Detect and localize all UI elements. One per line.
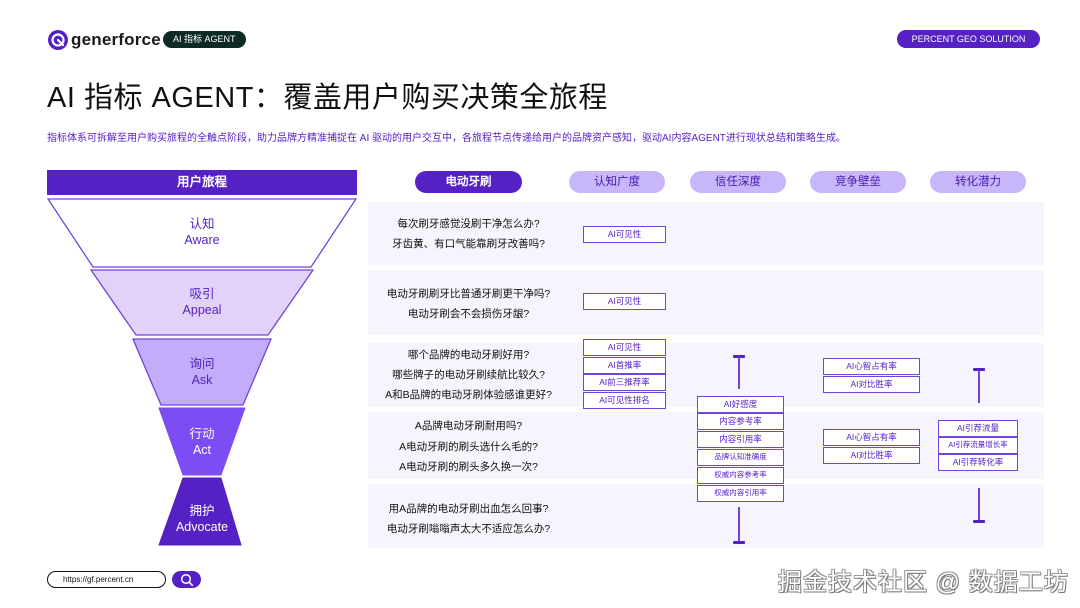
metric-ai-visibility: AI可见性: [583, 339, 666, 356]
stage-en: Advocate: [175, 520, 229, 534]
question-text: 用A品牌的电动牙刷出血怎么回事?: [388, 503, 549, 515]
stage-cn: 询问: [189, 357, 215, 371]
question-text: 哪些牌子的电动牙刷续航比较久?: [392, 369, 545, 381]
funnel-label-advocate: 拥护 Advocate: [47, 503, 357, 535]
metric-ai-referral-traffic: AI引荐流量: [938, 420, 1018, 437]
brand-logo: generforce: [48, 30, 161, 50]
metric-ai-visibility: AI可见性: [583, 226, 666, 243]
page-title: AI 指标 AGENT：覆盖用户购买决策全旅程: [47, 82, 608, 114]
metric-ai-first-rec-rate: AI首推率: [583, 357, 666, 374]
metric-ai-visibility: AI可见性: [583, 293, 666, 310]
url-input[interactable]: https://gf.percent.cn: [47, 571, 166, 588]
range-line: [738, 357, 740, 389]
range-cap-top: [973, 368, 985, 371]
range-cap-bottom: [733, 541, 745, 544]
agent-badge: AI 指标 AGENT: [163, 31, 246, 48]
logo-mark-icon: [48, 30, 68, 50]
search-button[interactable]: [172, 571, 201, 588]
question-text: 牙齿黄、有口气能靠刷牙改善吗?: [392, 238, 545, 250]
watermark: 掘金技术社区 @ 数据工坊: [778, 569, 1069, 596]
question-text: 电动牙刷嗡嗡声太大不适应怎么办?: [386, 523, 551, 535]
metric-content-citation-rate: 内容引用率: [697, 431, 784, 448]
search-icon: [180, 573, 193, 586]
range-cap-top: [733, 355, 745, 358]
column-awareness[interactable]: 认知广度: [569, 171, 665, 193]
questions-appeal: 电动牙刷刷牙比普通牙刷更干净吗? 电动牙刷会不会损伤牙龈?: [366, 284, 571, 324]
metric-ai-mindshare: AI心智占有率: [823, 358, 920, 375]
brand-name: generforce: [71, 30, 161, 49]
funnel-label-ask: 询问 Ask: [47, 356, 357, 388]
stage-en: Act: [192, 443, 212, 457]
column-product[interactable]: 电动牙刷: [415, 171, 522, 193]
page-subtitle: 指标体系可拆解至用户购买旅程的全触点阶段，助力品牌方精准捕捉在 AI 驱动的用户…: [47, 133, 846, 144]
funnel-stage-advocate: [158, 477, 242, 546]
column-competition[interactable]: 竞争壁垒: [810, 171, 906, 193]
user-journey-funnel: [47, 198, 357, 546]
question-text: 哪个品牌的电动牙刷好用?: [407, 349, 530, 361]
question-text: 每次刷牙感觉没刷干净怎么办?: [397, 218, 540, 230]
metric-ai-top3-rec-rate: AI前三推荐率: [583, 374, 666, 391]
row-aware: [368, 202, 1044, 265]
stage-cn: 认知: [189, 217, 215, 231]
metric-ai-visibility-rank: AI可见性排名: [583, 392, 666, 409]
stage-cn: 拥护: [189, 504, 215, 518]
metric-brand-accuracy: 品牌认知准确度: [697, 449, 784, 466]
stage-cn: 行动: [189, 427, 215, 441]
metric-ai-comparison-win-rate: AI对比胜率: [823, 376, 920, 393]
questions-advocate: 用A品牌的电动牙刷出血怎么回事? 电动牙刷嗡嗡声太大不适应怎么办?: [366, 499, 571, 539]
stage-cn: 吸引: [189, 287, 215, 301]
question-text: 电动牙刷会不会损伤牙龈?: [407, 308, 530, 320]
funnel-label-aware: 认知 Aware: [47, 216, 357, 248]
funnel-stage-ask: [132, 338, 272, 406]
question-text: A电动牙刷的刷头选什么毛的?: [399, 440, 538, 453]
funnel-header: 用户旅程: [47, 170, 357, 195]
question-text: A和B品牌的电动牙刷体验感谁更好?: [385, 389, 552, 401]
metric-ai-favorability: AI好感度: [697, 396, 784, 413]
stage-en: Aware: [184, 233, 220, 247]
column-conversion[interactable]: 转化潜力: [930, 171, 1026, 193]
metric-ai-mindshare: AI心智占有率: [823, 429, 920, 446]
solution-badge: PERCENT GEO SOLUTION: [897, 30, 1040, 48]
question-text: A电动牙刷的刷头多久换一次?: [399, 461, 538, 473]
stage-en: Ask: [191, 373, 213, 387]
range-line: [978, 370, 980, 403]
question-text: 电动牙刷刷牙比普通牙刷更干净吗?: [386, 288, 551, 300]
range-line: [738, 507, 740, 542]
funnel-label-act: 行动 Act: [47, 426, 357, 458]
questions-act: A品牌电动牙刷耐用吗? A电动牙刷的刷头选什么毛的? A电动牙刷的刷头多久换一次…: [366, 416, 571, 478]
metric-ai-referral-conversion-rate: AI引荐转化率: [938, 454, 1018, 471]
funnel-stage-aware: [47, 198, 357, 268]
metric-ai-comparison-win-rate: AI对比胜率: [823, 447, 920, 464]
column-trust[interactable]: 信任深度: [690, 171, 786, 193]
metric-ai-referral-growth-rate: AI引荐流量增长率: [938, 437, 1018, 454]
range-cap-bottom: [973, 520, 985, 523]
funnel-stage-act: [158, 407, 246, 476]
funnel-stage-appeal: [89, 269, 315, 336]
range-line: [978, 488, 980, 521]
funnel-label-appeal: 吸引 Appeal: [47, 286, 357, 318]
stage-en: Appeal: [182, 303, 222, 317]
questions-aware: 每次刷牙感觉没刷干净怎么办? 牙齿黄、有口气能靠刷牙改善吗?: [366, 214, 571, 254]
metric-authority-citation-rate: 权威内容引用率: [697, 485, 784, 502]
questions-ask: 哪个品牌的电动牙刷好用? 哪些牌子的电动牙刷续航比较久? A和B品牌的电动牙刷体…: [366, 345, 571, 405]
question-text: A品牌电动牙刷耐用吗?: [414, 420, 523, 432]
metric-content-reference-rate: 内容参考率: [697, 413, 784, 430]
row-appeal: [368, 270, 1044, 335]
metric-authority-reference-rate: 权威内容参考率: [697, 467, 784, 484]
